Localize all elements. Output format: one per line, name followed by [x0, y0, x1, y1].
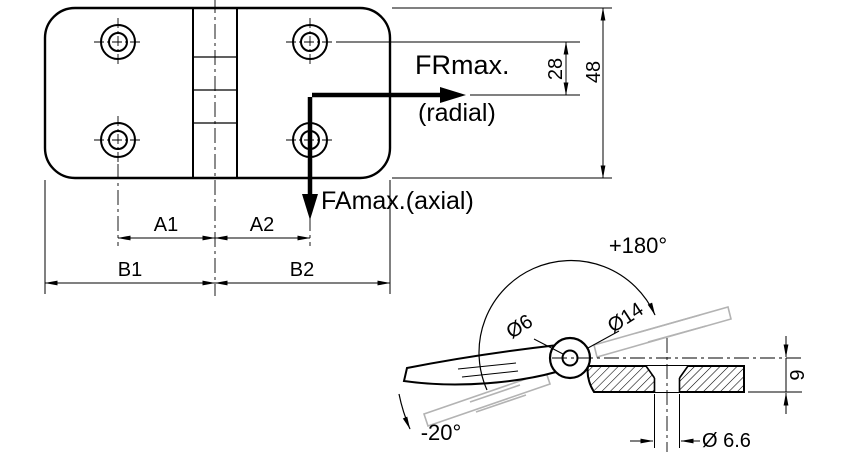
- hole-centermark: [94, 116, 142, 164]
- force-axial-arrow-head: [302, 194, 318, 220]
- dim-b1-label: B1: [118, 259, 142, 281]
- mounting-hole-bottom-left: [94, 116, 142, 164]
- ghost-leaf-closed-outline: [422, 370, 552, 428]
- dim-b2-label: B2: [290, 259, 314, 281]
- dim-48-label: 48: [583, 61, 605, 83]
- mounting-hole-top-left: [94, 18, 142, 66]
- leader-dia14: [587, 330, 620, 349]
- countersunk-hole-edges: [645, 365, 689, 392]
- force-radial-sublabel: (radial): [418, 99, 496, 127]
- dim-a2-label: A2: [250, 214, 274, 236]
- force-arrows: [302, 87, 466, 220]
- dim-9-label: 9: [787, 369, 809, 380]
- rotation-arc-minus20: [398, 393, 411, 430]
- ghost-leaf-open: [593, 306, 732, 358]
- dim-28-label: 28: [545, 58, 567, 80]
- ghost-leaf-closed: [422, 370, 552, 428]
- hole-centermark: [286, 18, 334, 66]
- dim-a1-label: A1: [154, 214, 178, 236]
- leader-dia6: [533, 338, 564, 355]
- left-leaf-profile: [402, 343, 560, 386]
- force-axial-label: FAmax.(axial): [321, 187, 474, 215]
- dia-pin-label: Ø6: [503, 310, 537, 343]
- mounting-hole-top-right: [286, 18, 334, 66]
- rotation-arc-plus180: [478, 259, 656, 391]
- hole-centermark: [94, 18, 142, 66]
- angle-open-label: +180°: [609, 233, 667, 258]
- dimension-lines: [44, 7, 789, 444]
- force-radial-label: FRmax.: [415, 50, 510, 80]
- dia-hole-label: Ø 6.6: [702, 430, 751, 452]
- left-leaf-surface-marks: [457, 362, 519, 378]
- force-radial-arrow-head: [440, 87, 466, 103]
- angle-closed-label: -20°: [421, 420, 462, 445]
- side-view: [402, 306, 745, 428]
- extension-lines: [44, 7, 802, 448]
